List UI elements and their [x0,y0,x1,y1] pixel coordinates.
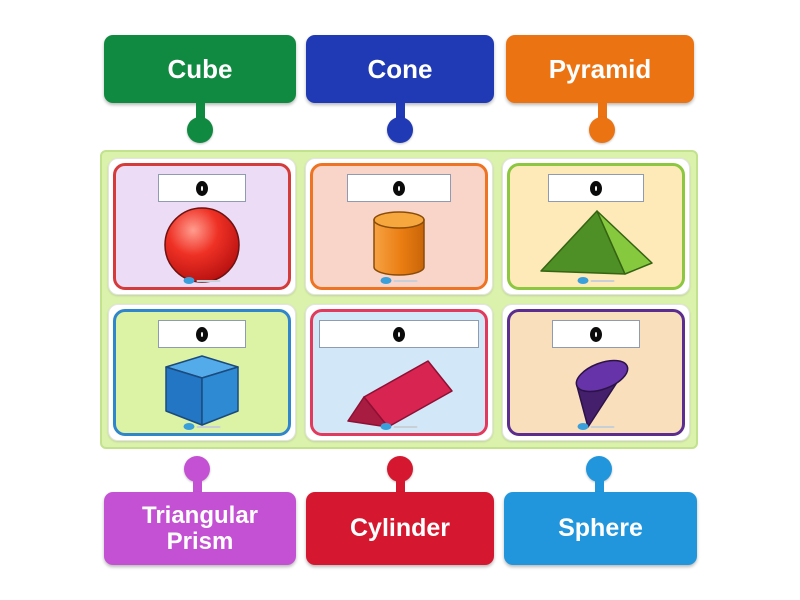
brand-logo-icon [577,277,589,284]
connector-stem [396,101,405,125]
triangular-prism-icon [347,359,453,428]
brand-logo-icon [183,277,195,284]
word-tag-pyramid[interactable]: Pyramid [506,35,694,103]
brand-logo-icon [183,423,195,430]
shape-card-cube [108,304,296,441]
brand-logo [183,423,221,430]
brand-logo-icon [577,423,589,430]
connector-stem [598,101,607,125]
answer-slot[interactable] [552,320,640,348]
connector-dot[interactable] [387,117,413,143]
brand-logo [577,277,615,284]
connector-stem [196,101,205,125]
shape-card-triangular-prism [305,304,493,441]
answer-slot[interactable] [347,174,451,202]
shape-card-cone [502,304,690,441]
brand-logo [380,423,418,430]
empty-answer-ring-icon [196,326,208,342]
empty-answer-ring-icon [393,326,405,342]
answer-slot[interactable] [158,174,246,202]
empty-answer-ring-icon [393,180,405,196]
word-tag-label: Cube [167,53,233,84]
connector-dot[interactable] [589,117,615,143]
brand-logo [380,277,418,284]
word-tag-sphere[interactable]: Sphere [504,492,697,565]
word-tag-triangular-prism[interactable]: Triangular Prism [104,492,296,565]
pyramid-icon [540,209,653,275]
cylinder-icon [373,210,425,276]
connector-dot[interactable] [387,456,413,482]
connector-stem [193,478,202,496]
cube-icon [165,354,239,426]
word-tag-label: Cone [367,53,433,84]
brand-logo-icon [380,277,392,284]
brand-logo [183,277,221,284]
answer-slot[interactable] [548,174,644,202]
word-tag-label: Cylinder [349,514,451,542]
empty-answer-ring-icon [590,326,602,342]
shape-card-cylinder [305,158,493,295]
word-tag-cone[interactable]: Cone [306,35,494,103]
shape-card-pyramid [502,158,690,295]
word-tag-label: Triangular Prism [141,501,259,555]
diagram-board [100,150,698,449]
connector-dot[interactable] [187,117,213,143]
word-tag-label: Sphere [558,514,643,542]
connector-stem [396,478,405,496]
brand-logo-icon [380,423,392,430]
sphere-icon [164,206,240,283]
word-tag-cylinder[interactable]: Cylinder [306,492,494,565]
connector-dot[interactable] [184,456,210,482]
connector-dot[interactable] [586,456,612,482]
cone-icon [575,359,629,428]
empty-answer-ring-icon [590,180,602,196]
connector-stem [595,478,604,496]
word-tag-cube[interactable]: Cube [104,35,296,103]
brand-logo [577,423,615,430]
shape-card-sphere [108,158,296,295]
answer-slot[interactable] [158,320,246,348]
word-tag-label: Pyramid [548,53,652,84]
empty-answer-ring-icon [196,180,208,196]
answer-slot[interactable] [319,320,479,348]
